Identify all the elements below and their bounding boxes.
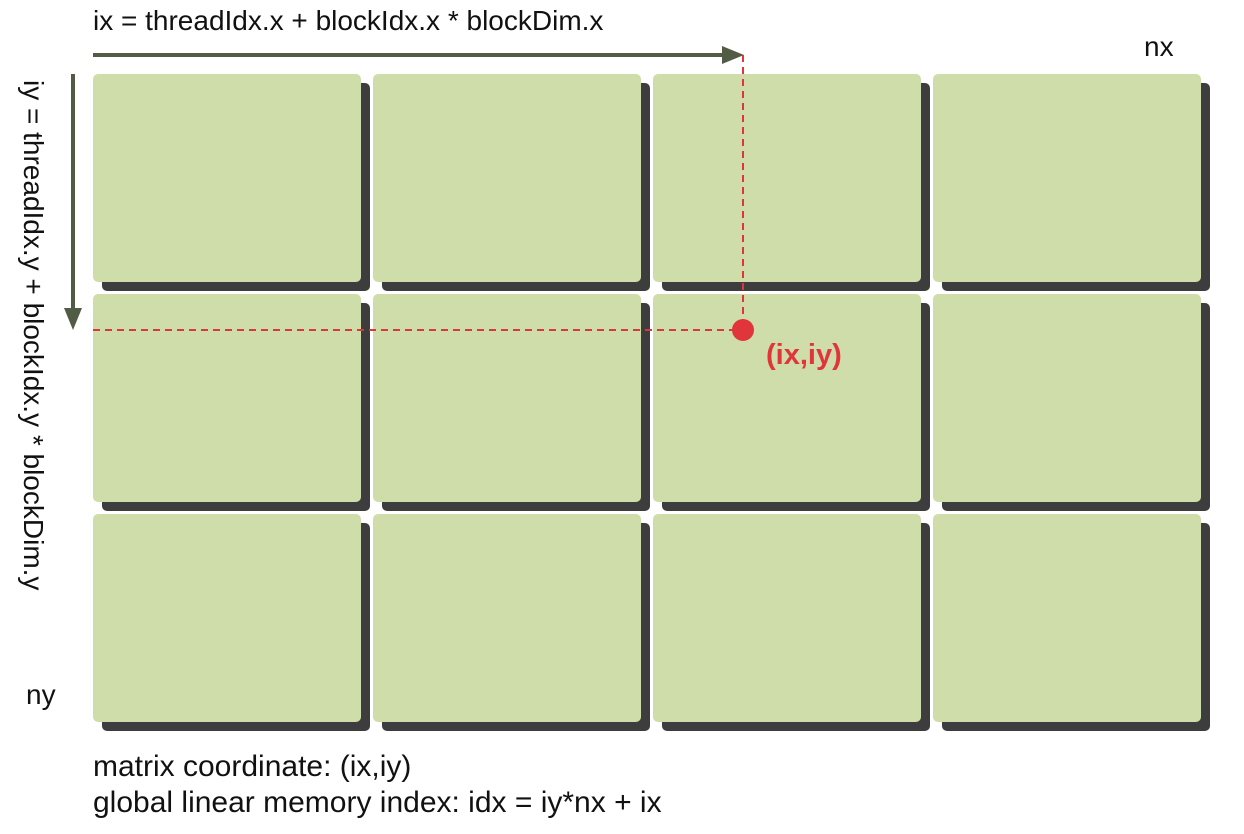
ix-formula-label: ix = threadIdx.x + blockIdx.x * blockDim…	[93, 5, 603, 36]
caption-matrix-coordinate: matrix coordinate: (ix,iy)	[93, 750, 411, 783]
ny-label: ny	[26, 679, 56, 710]
nx-label: nx	[1144, 31, 1174, 62]
thread-block-2-0	[93, 514, 361, 722]
caption-linear-index: global linear memory index: idx = iy*nx …	[93, 786, 662, 819]
iy-formula-label: iy = threadIdx.y + blockIdx.y * blockDim…	[18, 80, 49, 590]
thread-block-1-1	[373, 294, 641, 502]
ix-arrowhead	[722, 46, 744, 64]
block-grid	[93, 74, 1210, 731]
thread-block-1-3	[933, 294, 1201, 502]
thread-block-2-2	[653, 514, 921, 722]
ix-iy-point	[732, 319, 754, 341]
point-label: (ix,iy)	[766, 339, 842, 371]
thread-block-0-0	[93, 74, 361, 282]
thread-block-2-1	[373, 514, 641, 722]
thread-block-2-3	[933, 514, 1201, 722]
thread-block-0-2	[653, 74, 921, 282]
thread-block-0-3	[933, 74, 1201, 282]
thread-block-0-1	[373, 74, 641, 282]
thread-block-1-0	[93, 294, 361, 502]
iy-arrowhead	[64, 308, 82, 330]
thread-block-1-2	[653, 294, 921, 502]
